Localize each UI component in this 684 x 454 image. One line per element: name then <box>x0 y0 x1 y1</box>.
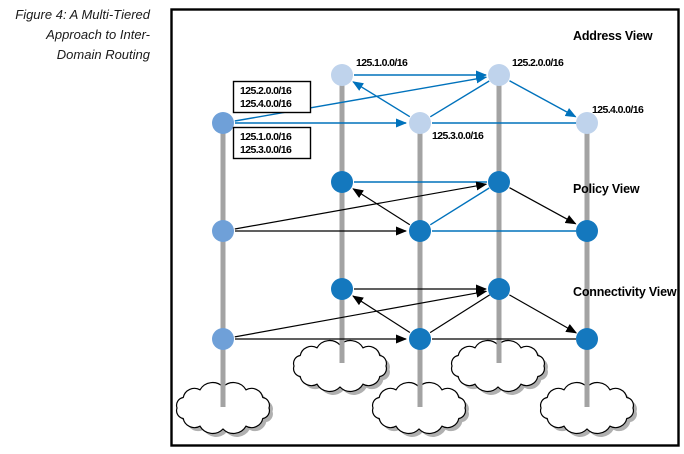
label-prefix-125-3: 125.3.0.0/16 <box>432 130 484 142</box>
label-prefix-125-4: 125.4.0.0/16 <box>592 104 644 116</box>
node-policy-1 <box>331 171 353 193</box>
node-conn-2 <box>488 278 510 300</box>
node-policy-4 <box>576 220 598 242</box>
routing-box-lower-line-1: 125.1.0.0/16 <box>240 131 292 143</box>
node-conn-4 <box>576 328 598 350</box>
policy-view-label: Policy View <box>573 182 640 196</box>
figure-caption-line-1: Figure 4: A Multi-Tiered <box>15 7 150 22</box>
routing-box-upper-line-2: 125.4.0.0/16 <box>240 98 292 110</box>
node-address-3 <box>409 112 431 134</box>
edge-address-n3-to-n1 <box>352 81 411 118</box>
routing-box-upper-line-1: 125.2.0.0/16 <box>240 85 292 97</box>
figure-caption-line-2: Approach to Inter- <box>46 27 150 42</box>
label-prefix-125-2: 125.2.0.0/16 <box>512 57 564 69</box>
edge-policy-n3-to-n1 <box>352 188 411 226</box>
node-policy-2 <box>488 171 510 193</box>
connectivity-view-label: Connectivity View <box>573 285 677 299</box>
node-policy-left <box>212 220 234 242</box>
figure-caption-line-3: Domain Routing <box>56 47 150 62</box>
edge-conn-left-to-n2 <box>234 288 488 338</box>
routing-box-lower-border <box>232 126 312 160</box>
node-conn-1 <box>331 278 353 300</box>
node-address-4 <box>576 112 598 134</box>
address-view-label: Address View <box>573 29 653 43</box>
node-conn-3 <box>409 328 431 350</box>
node-conn-left <box>212 328 234 350</box>
edge-conn-n2-to-n4 <box>509 294 578 334</box>
figure-caption: Figure 4: A Multi-Tiered Approach to Int… <box>2 5 150 65</box>
edge-policy-n3-n2 <box>429 187 490 226</box>
node-policy-3 <box>409 220 431 242</box>
routing-box-lower-line-2: 125.3.0.0/16 <box>240 144 292 156</box>
node-address-1 <box>331 64 353 86</box>
edge-conn-n3-to-n1 <box>352 295 411 334</box>
routing-box-upper: 125.2.0.0/16 125.4.0.0/16 <box>232 80 312 114</box>
edge-address-n3-n2 <box>429 80 490 118</box>
node-address-2 <box>488 64 510 86</box>
edge-address-left-to-n2 <box>234 74 488 122</box>
edge-policy-n2-to-n4 <box>509 187 577 225</box>
edge-address-n2-to-n4 <box>509 80 577 118</box>
edge-policy-left-to-n2 <box>234 181 488 230</box>
routing-box-upper-border <box>232 80 312 114</box>
label-prefix-125-1: 125.1.0.0/16 <box>356 57 408 69</box>
routing-box-lower: 125.1.0.0/16 125.3.0.0/16 <box>232 126 312 160</box>
node-address-left <box>212 112 234 134</box>
edge-conn-n3-n2 <box>429 294 491 334</box>
